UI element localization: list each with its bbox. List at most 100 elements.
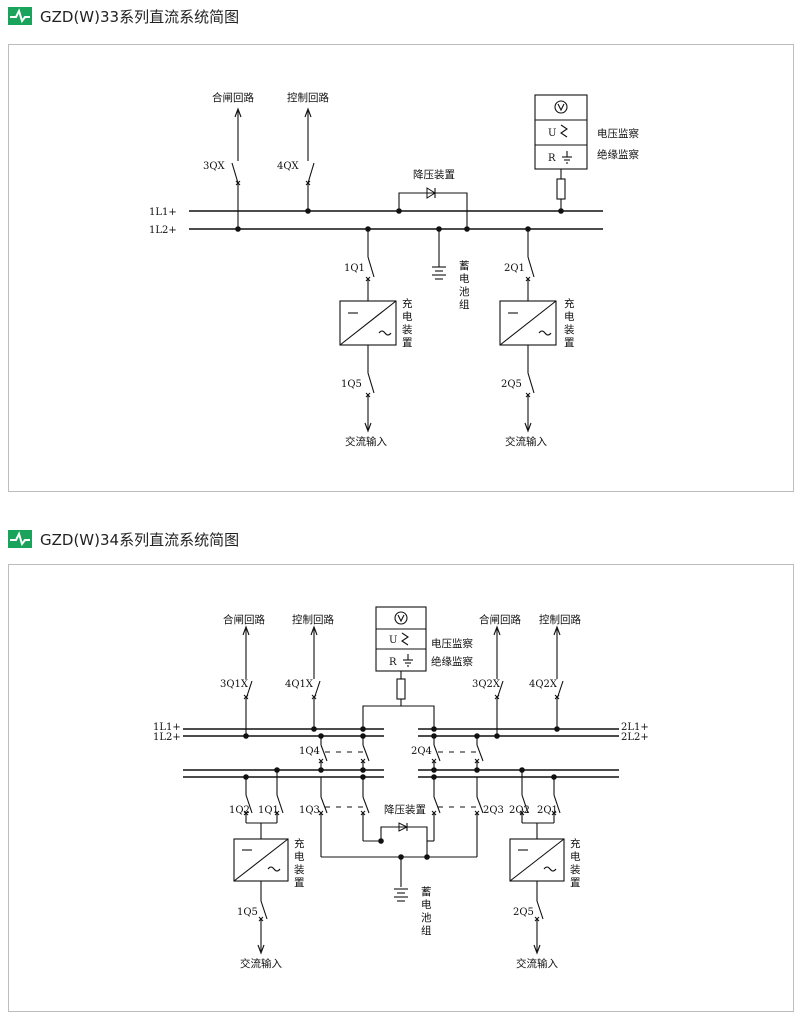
- label-step-down: 降压装置: [384, 803, 426, 816]
- step-down-device: [396, 187, 470, 232]
- branch-4q1x: [310, 625, 321, 732]
- charger1-label-3: 装: [294, 863, 305, 876]
- section1-diagram-panel: 1L1+ 1L2+ 合闸回路 3QX 控制回路 4QX 降压装置: [8, 44, 794, 492]
- charger2-label-3: 装: [570, 863, 581, 876]
- label-4q1x: 4Q1X: [285, 679, 314, 690]
- bus-2l1-label: 2L1+: [621, 722, 649, 733]
- charger1-label-1: 充: [402, 297, 413, 310]
- label-voltage-monitor: 电压监察: [597, 127, 639, 140]
- label-2q3: 2Q3: [483, 805, 504, 816]
- branch-3qx: [231, 107, 242, 232]
- label-2q4: 2Q4: [411, 746, 432, 757]
- battery-label-3: 池: [459, 285, 470, 298]
- branch-4q2x: [553, 625, 564, 732]
- label-1q4: 1Q4: [299, 746, 320, 757]
- bus-2l2-label: 2L2+: [621, 732, 649, 743]
- monitor-r-label: R: [389, 657, 397, 668]
- battery-bank: [394, 888, 408, 902]
- branch-3q2x: [493, 625, 504, 739]
- charger-2: [499, 226, 557, 433]
- charger1-label-4: 置: [402, 337, 413, 349]
- charger2-label-4: 置: [570, 877, 581, 889]
- label-3qx: 3QX: [203, 161, 226, 172]
- section2-title: GZD(W)34系列直流系统简图: [40, 530, 240, 549]
- battery-label-4: 组: [421, 924, 432, 937]
- charger-2: [509, 767, 565, 955]
- charger2-label-1: 充: [570, 837, 581, 850]
- label-1q5: 1Q5: [341, 379, 362, 390]
- battery-label-2: 电: [459, 272, 470, 285]
- switch-2q3: [431, 774, 484, 857]
- ground-icon: [403, 654, 413, 667]
- charger1-label-2: 电: [294, 850, 305, 863]
- battery-bank: [432, 226, 446, 280]
- charger2-label-1: 充: [564, 297, 575, 310]
- label-insulation-monitor: 绝缘监察: [431, 655, 473, 668]
- ground-icon: [562, 151, 572, 164]
- section2-diagram-panel: 1L1+ 1L2+ 2L1+ 2L2+ 合闸回路 3Q1X 控制回路 4Q1X …: [8, 564, 794, 1012]
- label-4qx: 4QX: [277, 161, 300, 172]
- voltmeter-icon: [554, 100, 568, 114]
- insulation-zigzag-icon: [560, 124, 568, 138]
- label-2q2: 2Q2: [509, 805, 530, 816]
- label-closing-circuit-right: 合闸回路: [479, 613, 521, 626]
- label-2q5: 2Q5: [513, 907, 534, 918]
- insulation-zigzag-icon: [401, 632, 409, 646]
- label-control-circuit-right: 控制回路: [539, 613, 581, 626]
- green-pulse-logo-icon: [8, 530, 32, 548]
- battery-label-1: 蓄: [459, 260, 470, 272]
- label-3q2x: 3Q2X: [472, 679, 501, 690]
- charger-1: [339, 226, 397, 433]
- label-ac-input-1: 交流输入: [240, 957, 282, 970]
- label-closing-circuit-left: 合闸回路: [223, 613, 265, 626]
- charger2-label-3: 装: [564, 323, 575, 336]
- label-insulation-monitor: 绝缘监察: [597, 148, 639, 161]
- label-control-circuit-left: 控制回路: [292, 613, 334, 626]
- gzd34-diagram: 1L1+ 1L2+ 2L1+ 2L2+ 合闸回路 3Q1X 控制回路 4Q1X …: [153, 606, 649, 970]
- label-1q3: 1Q3: [299, 805, 320, 816]
- battery-label-4: 组: [459, 298, 470, 311]
- switch-2q4: [431, 733, 484, 773]
- label-2q1: 2Q1: [504, 263, 525, 274]
- label-closing-circuit: 合闸回路: [212, 91, 254, 104]
- bus-1l1-label: 1L1+: [153, 722, 181, 733]
- charger2-label-4: 置: [564, 337, 575, 349]
- monitor-u-label: U: [548, 128, 556, 139]
- section1-title: GZD(W)33系列直流系统简图: [40, 7, 240, 26]
- bus-1l1-label: 1L1+: [149, 207, 177, 218]
- battery-label-1: 蓄: [421, 886, 432, 898]
- monitor-box: U R: [534, 94, 588, 214]
- charger1-label-1: 充: [294, 837, 305, 850]
- step-down-device: [321, 822, 477, 887]
- voltmeter-icon: [394, 611, 408, 625]
- branch-4qx: [304, 107, 315, 214]
- label-step-down: 降压装置: [413, 168, 455, 181]
- label-3q1x: 3Q1X: [220, 679, 249, 690]
- monitor-r-label: R: [548, 153, 556, 164]
- charger1-label-2: 电: [402, 310, 413, 323]
- label-voltage-monitor: 电压监察: [431, 637, 473, 650]
- charger2-label-2: 电: [564, 310, 575, 323]
- battery-label-3: 池: [421, 911, 432, 924]
- label-ac-input-2: 交流输入: [505, 435, 547, 448]
- monitor-u-label: U: [389, 635, 397, 646]
- label-2q1: 2Q1: [537, 805, 558, 816]
- label-1q2: 1Q2: [229, 805, 250, 816]
- battery-label-2: 电: [421, 898, 432, 911]
- gzd33-diagram: 1L1+ 1L2+ 合闸回路 3QX 控制回路 4QX 降压装置: [149, 91, 639, 448]
- charger2-label-2: 电: [570, 850, 581, 863]
- label-1q1: 1Q1: [258, 805, 279, 816]
- label-2q5: 2Q5: [501, 379, 522, 390]
- switch-1q3: [318, 774, 370, 857]
- section1-header: GZD(W)33系列直流系统简图: [8, 4, 239, 28]
- label-4q2x: 4Q2X: [529, 679, 558, 690]
- label-1q5: 1Q5: [237, 907, 258, 918]
- label-ac-input-1: 交流输入: [345, 435, 387, 448]
- switch-1q4: [318, 733, 370, 773]
- monitor-box: U R: [360, 606, 437, 732]
- charger-1: [233, 767, 289, 955]
- section2-header: GZD(W)34系列直流系统简图: [8, 527, 239, 551]
- label-control-circuit: 控制回路: [287, 91, 329, 104]
- label-1q1: 1Q1: [344, 263, 365, 274]
- green-pulse-logo-icon: [8, 7, 32, 25]
